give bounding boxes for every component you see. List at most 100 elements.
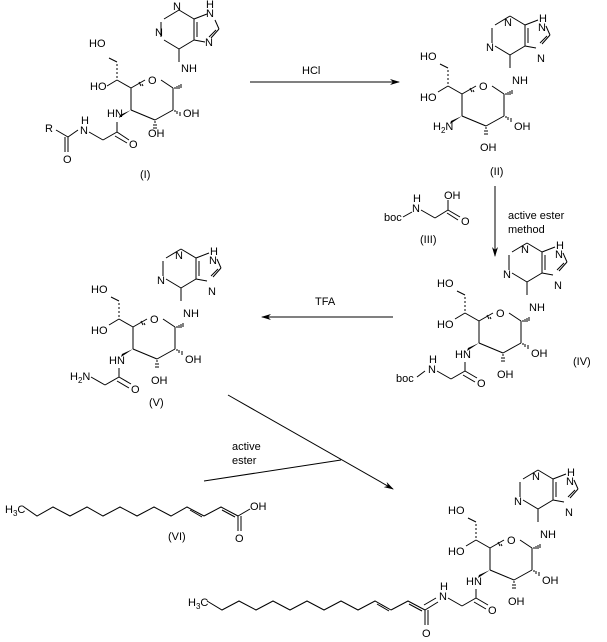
atom-nh: NH bbox=[529, 302, 545, 314]
reagent-method: method bbox=[508, 224, 545, 236]
atom-o-amide: O bbox=[488, 605, 497, 617]
atom-oh: OH bbox=[444, 190, 461, 202]
reagent-tfa: TFA bbox=[315, 296, 336, 308]
atom-h9: H bbox=[210, 246, 218, 258]
atom-h2n: H2N bbox=[70, 371, 90, 385]
atom-oh2: OH bbox=[542, 575, 559, 587]
reagent-ester: ester bbox=[232, 455, 257, 467]
atom-oh3: OH bbox=[148, 128, 165, 140]
atom-hn4: HN bbox=[466, 576, 482, 588]
label-compound-V: (V) bbox=[149, 397, 164, 409]
atom-n1: N bbox=[532, 471, 540, 483]
atom-n1: N bbox=[173, 1, 181, 13]
compound-I: N N N H N O NH OH OH HO HO HN O N H O R bbox=[45, 0, 220, 166]
atom-oh2: OH bbox=[531, 348, 548, 360]
atom-h3c: H3C bbox=[188, 597, 208, 611]
atom-oh3: OH bbox=[480, 142, 497, 154]
atom-n: N bbox=[412, 203, 420, 215]
atom-n3: N bbox=[155, 27, 163, 39]
atom-ho6: HO bbox=[420, 51, 437, 63]
atom-n3: N bbox=[514, 496, 522, 508]
atom-n3: N bbox=[157, 275, 165, 287]
atom-n-gly: N bbox=[428, 364, 436, 376]
atom-n9: N bbox=[538, 22, 546, 34]
atom-h3c: H3C bbox=[5, 504, 25, 518]
atom-h9: H bbox=[206, 0, 214, 11]
atom-hn4: HN bbox=[107, 108, 123, 120]
atom-n-gly: N bbox=[80, 125, 88, 137]
atom-n7: N bbox=[565, 507, 573, 519]
atom-h9: H bbox=[567, 467, 575, 479]
atom-oh3: OH bbox=[151, 375, 168, 387]
atom-hn4: HN bbox=[455, 349, 471, 361]
atom-ho5: HO bbox=[448, 546, 465, 558]
atom-h: H bbox=[413, 193, 421, 205]
atom-o: O bbox=[461, 216, 470, 228]
label-compound-VI: (VI) bbox=[168, 531, 186, 543]
atom-ho6: HO bbox=[437, 278, 454, 290]
atom-boc: boc bbox=[396, 373, 414, 385]
compound-V: N N N H N O NH OH OH HO HO HN O H2N bbox=[70, 246, 222, 396]
atom-nh: NH bbox=[512, 75, 528, 87]
compound-II: N N N H N O NH OH OH HO HO H2N bbox=[420, 13, 551, 154]
atom-ho5: HO bbox=[90, 81, 107, 93]
arrow-step4-branch bbox=[203, 459, 342, 482]
atom-h-gly: H bbox=[81, 115, 89, 127]
atom-nh: NH bbox=[183, 308, 199, 320]
atom-hn4: HN bbox=[109, 355, 125, 367]
atom-n1: N bbox=[175, 250, 183, 262]
reagent-active-ester: active ester bbox=[508, 210, 565, 222]
atom-ho5: HO bbox=[91, 325, 108, 337]
atom-h9: H bbox=[556, 240, 564, 252]
atom-n3: N bbox=[503, 269, 511, 281]
atom-o-r: O bbox=[63, 154, 72, 166]
atom-ring-o: O bbox=[479, 81, 488, 93]
atom-o-amide: O bbox=[131, 384, 140, 396]
label-compound-IV: (IV) bbox=[573, 356, 591, 368]
atom-ho5: HO bbox=[420, 92, 437, 104]
label-compound-I: (I) bbox=[140, 169, 150, 181]
atom-o-amide: O bbox=[129, 139, 138, 151]
reagent-hcl: HCl bbox=[302, 65, 320, 77]
atom-ho6: HO bbox=[89, 38, 106, 50]
atom-h-gly: H bbox=[429, 354, 437, 366]
atom-o-amide: O bbox=[477, 378, 486, 390]
atom-ho6: HO bbox=[448, 505, 465, 517]
label-compound-III: (III) bbox=[420, 234, 437, 246]
compound-product: N N N H N O NH OH OH HO HO HN O N H bbox=[423, 467, 579, 617]
reagent-active: active bbox=[232, 441, 261, 453]
atom-n1: N bbox=[504, 17, 512, 29]
atom-oh2: OH bbox=[185, 354, 202, 366]
atom-oh2: OH bbox=[183, 108, 200, 120]
atom-oh: OH bbox=[250, 501, 267, 513]
atom-ring-o: O bbox=[150, 314, 159, 326]
atom-o: O bbox=[422, 628, 431, 640]
atom-ho5: HO bbox=[437, 319, 454, 331]
atom-oh2: OH bbox=[514, 121, 531, 133]
atom-nh: NH bbox=[540, 529, 556, 541]
atom-n1: N bbox=[521, 244, 529, 256]
atom-h9: H bbox=[539, 13, 547, 25]
atom-n-gly: N bbox=[439, 591, 447, 603]
atom-ring-o: O bbox=[496, 308, 505, 320]
product-chain: H3C O bbox=[188, 597, 439, 640]
compound-VI: H3C OH O bbox=[5, 501, 267, 545]
arrow-step4 bbox=[227, 394, 394, 490]
atom-h-gly: H bbox=[440, 581, 448, 593]
atom-n9: N bbox=[209, 255, 217, 267]
atom-o: O bbox=[235, 533, 244, 545]
atom-ring-o: O bbox=[507, 535, 516, 547]
atom-oh3: OH bbox=[508, 596, 525, 608]
atom-n3: N bbox=[486, 42, 494, 54]
atom-r: R bbox=[45, 123, 53, 135]
atom-n7: N bbox=[554, 280, 562, 292]
atom-n7: N bbox=[208, 286, 216, 298]
atom-ho6: HO bbox=[91, 284, 108, 296]
atom-ring-o: O bbox=[148, 75, 157, 87]
atom-n7: N bbox=[205, 37, 213, 49]
atom-n9: N bbox=[555, 249, 563, 261]
atom-n9: N bbox=[566, 476, 574, 488]
compound-III: boc N H OH O bbox=[384, 190, 470, 228]
atom-nh: NH bbox=[181, 63, 197, 75]
atom-n9: N bbox=[206, 8, 214, 20]
